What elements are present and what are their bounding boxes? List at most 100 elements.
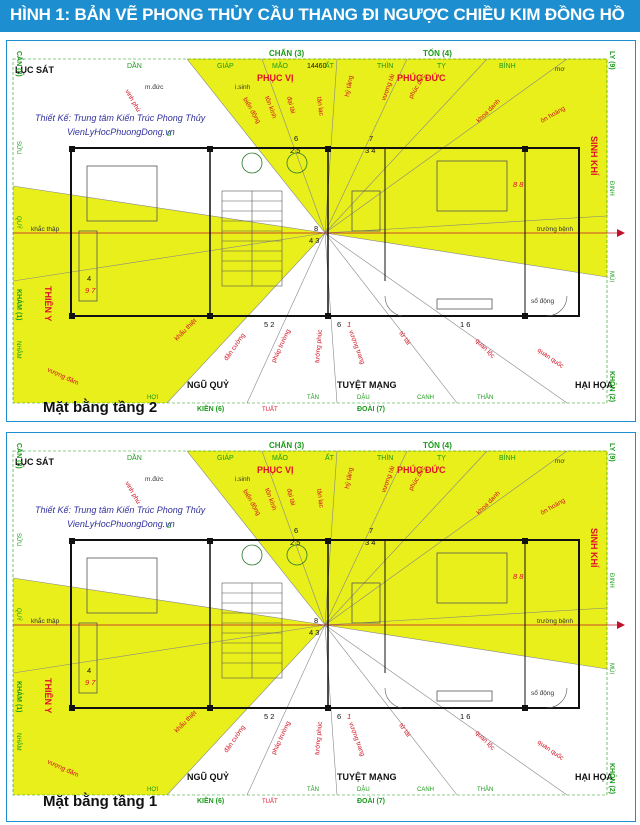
star-tuyet-mang: TUYỆT MẠNG <box>337 379 397 390</box>
compass-rays <box>12 450 608 796</box>
star-phuc-vi: PHỤC VỊ <box>257 73 294 83</box>
svg-text:THÂN: THÂN <box>477 394 493 401</box>
column <box>69 146 75 152</box>
svg-text:đại tài: đại tài <box>285 96 296 115</box>
dimension-label: 14460 <box>307 63 327 70</box>
compass-bottom-labels: KIỀN (6) ĐOÀI (7) <box>197 795 385 805</box>
svg-text:quan quốc: quan quốc <box>536 737 567 762</box>
svg-text:TUẤT: TUẤT <box>262 798 278 805</box>
bed-right <box>436 160 508 212</box>
svg-text:sổ động: sổ động <box>531 689 555 697</box>
figure-title-bar: HÌNH 1: BẢN VẼ PHONG THỦY CẦU THANG ĐI N… <box>0 0 640 32</box>
sector-sinh-khi <box>325 608 607 669</box>
column <box>69 538 75 544</box>
star-sinh-khi: SINH KHÍ <box>589 528 599 568</box>
svg-text:4 3: 4 3 <box>309 236 319 245</box>
svg-text:khắc thập: khắc thập <box>31 224 60 233</box>
floor-caption: Mặt bằng tầng 2 <box>43 399 158 416</box>
label-mao: MÃO <box>272 61 289 70</box>
compass-bottom-sub-labels: HỢI TUẤT TÂN DẬU CANH THÂN <box>147 394 493 413</box>
svg-text:9 7: 9 7 <box>85 678 96 687</box>
label-ton: TỐN (4) <box>423 48 452 58</box>
label-thin: THÌN <box>377 453 393 462</box>
star-ngu-quy: NGŨ QUỶ <box>187 379 229 390</box>
sector-sinh-khi <box>325 216 607 277</box>
svg-text:7: 7 <box>369 134 373 143</box>
svg-text:m.đức: m.đức <box>145 84 164 91</box>
svg-text:tử tài: tử tài <box>397 722 412 739</box>
label-at: ẤT <box>325 452 335 462</box>
column <box>69 313 75 319</box>
label-chan: CHẤN (3) <box>269 48 304 58</box>
svg-text:1: 1 <box>347 320 351 329</box>
staircase <box>221 190 283 287</box>
svg-text:HỢI: HỢI <box>147 787 158 793</box>
svg-text:hỷ tăng: hỷ tăng <box>344 467 355 490</box>
svg-text:5 2: 5 2 <box>264 320 274 329</box>
column <box>325 538 331 544</box>
column <box>522 538 528 544</box>
svg-text:3 4: 3 4 <box>365 146 375 155</box>
svg-text:SỬU: SỬU <box>15 533 22 546</box>
svg-text:6: 6 <box>337 320 341 329</box>
trigram-numbers: 6 2 5 7 3 4 8 4 3 4 9 7 5 2 6 1 1 6 2 8 … <box>85 129 524 329</box>
svg-text:TÂN: TÂN <box>307 394 319 401</box>
plant-icon <box>241 152 263 174</box>
column <box>522 705 528 711</box>
svg-text:TÂN: TÂN <box>307 786 319 793</box>
svg-text:4: 4 <box>87 666 91 675</box>
compass-bottom-labels: KIỀN (6) ĐOÀI (7) <box>197 403 385 413</box>
svg-text:8: 8 <box>314 616 318 625</box>
star-phuc-vi: PHỤC VỊ <box>257 465 294 475</box>
svg-text:6: 6 <box>337 712 341 721</box>
star-phuc-duc: PHÚC ĐỨC <box>397 72 446 83</box>
svg-text:2: 2 <box>167 521 171 530</box>
svg-text:tướng phúc: tướng phúc <box>314 720 324 755</box>
label-thin: THÌN <box>377 61 393 70</box>
compass-sub-labels: DẦN GIÁP MÃO ẤT THÌN TỴ BÍNH <box>127 452 516 462</box>
compass-top-labels: CHẤN (3) TỐN (4) <box>269 440 452 450</box>
svg-text:4 3: 4 3 <box>309 628 319 637</box>
door-swing <box>384 687 403 709</box>
label-mao: MÃO <box>272 453 289 462</box>
label-can: CẤN (8) <box>15 51 25 77</box>
column <box>325 313 331 319</box>
label-giap: GIÁP <box>217 453 234 462</box>
axis-arrow-icon <box>617 621 625 629</box>
label-doai: ĐOÀI (7) <box>357 796 385 805</box>
svg-text:8: 8 <box>314 224 318 233</box>
svg-text:i.sinh: i.sinh <box>235 476 251 483</box>
svg-text:QUÝ: QUÝ <box>15 608 22 621</box>
trigram-numbers: 6 2 5 7 3 4 8 4 3 4 9 7 5 2 6 1 1 6 2 8 … <box>85 521 524 721</box>
compass-top-labels: CHẤN (3) TỐN (4) <box>269 48 452 58</box>
label-chan: CHẤN (3) <box>269 440 304 450</box>
plant-icon <box>241 544 263 566</box>
svg-text:quan quốc: quan quốc <box>536 345 567 370</box>
svg-text:4: 4 <box>87 274 91 283</box>
svg-text:pháp trường: pháp trường <box>270 720 292 756</box>
svg-text:9 7: 9 7 <box>85 286 96 295</box>
svg-text:THÂN: THÂN <box>477 786 493 793</box>
svg-text:QUÝ: QUÝ <box>15 216 22 229</box>
svg-text:1: 1 <box>347 712 351 721</box>
designer-credit: Thiết Kế: Trung tâm Kiến Trúc Phong Thủy <box>35 113 206 123</box>
svg-text:CANH: CANH <box>417 787 434 793</box>
column <box>325 146 331 152</box>
svg-text:trường bệnh: trường bệnh <box>537 226 573 233</box>
panel-floor-1: CHẤN (3) TỐN (4) DẦN GIÁP MÃO ẤT THÌN TỴ… <box>6 432 636 822</box>
axis-arrow-icon <box>617 229 625 237</box>
column <box>207 146 213 152</box>
svg-text:khắc thập: khắc thập <box>31 616 60 625</box>
star-hai-hoa: HẠI HỌA <box>575 772 614 782</box>
svg-text:vượng trang: vượng trang <box>347 721 366 757</box>
svg-text:2: 2 <box>167 129 171 138</box>
svg-text:đại tài: đại tài <box>285 488 296 507</box>
svg-text:DẬU: DẬU <box>357 786 370 793</box>
label-ly: LY (9) <box>608 51 615 70</box>
website-credit: VienLyHocPhuongDong.vn <box>67 519 175 529</box>
star-labels: LỤC SÁT PHỤC VỊ PHÚC ĐỨC NGŨ QUỶ TUYỆT M… <box>15 65 614 390</box>
column <box>207 538 213 544</box>
sector-thien-y <box>13 578 325 673</box>
label-kham: KHẢM (1) <box>15 681 24 713</box>
star-hai-hoa: HẠI HỌA <box>575 380 614 390</box>
